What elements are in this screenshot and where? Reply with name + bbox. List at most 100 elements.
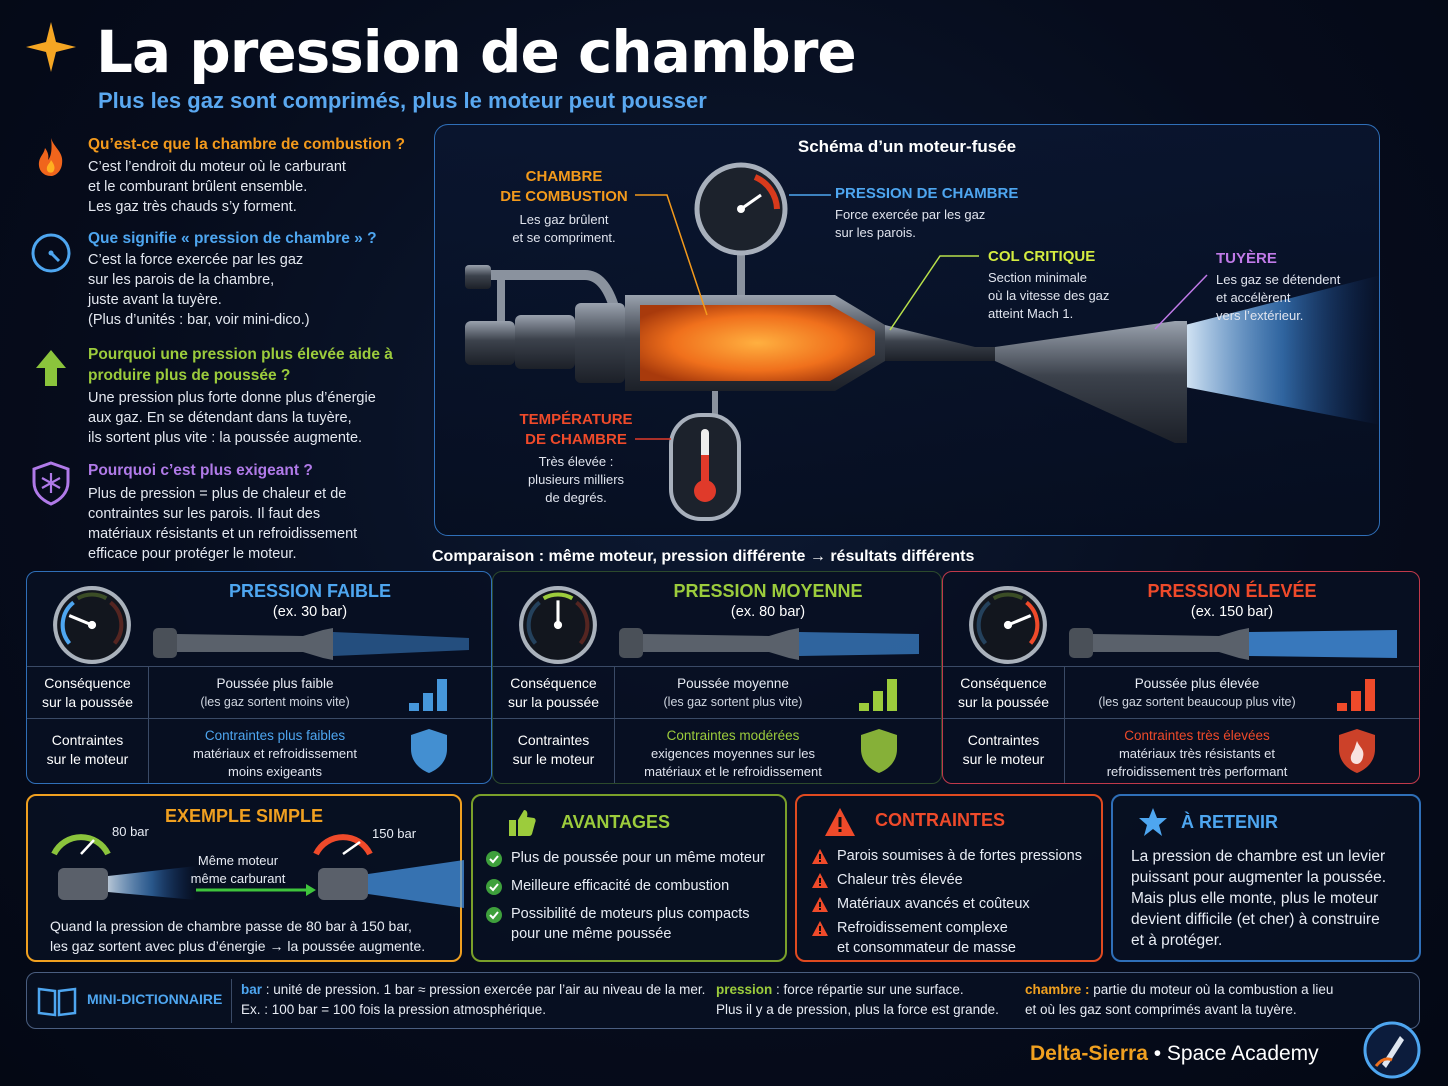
footer-brand: Delta-Sierra • Space Academy xyxy=(1030,1042,1319,1066)
chamber-label: CHAMBRE DE COMBUSTION xyxy=(500,168,628,205)
page-subtitle: Plus les gaz sont comprimés, plus le mot… xyxy=(98,88,707,113)
qa-more-demanding: Pourquoi c’est plus exigeant ? Plus de p… xyxy=(28,460,418,564)
qa-question: Pourquoi c’est plus exigeant ? xyxy=(88,462,313,479)
list-item: Meilleure efficacité de combustion xyxy=(511,878,730,894)
retain-box: À RETENIR La pression de chambre est un … xyxy=(1111,794,1421,962)
dictionary-title: MINI-DICTIONNAIRE xyxy=(87,991,223,1007)
thrust-value: Poussée plus faible(les gaz sortent moin… xyxy=(200,676,350,709)
flame-icon xyxy=(38,138,63,176)
list-item: Refroidissement complexe et consommateur… xyxy=(837,920,1016,956)
signal-bar xyxy=(887,679,897,711)
example-low-value: 80 bar xyxy=(112,824,149,839)
chamber-text: Les gaz brûlent et se compriment. xyxy=(512,212,616,245)
constraint-head: Contraintes modérées xyxy=(666,728,800,743)
constraint-note: matériaux très résistants et refroidisse… xyxy=(1106,746,1288,779)
constraints-title: CONTRAINTES xyxy=(875,810,1005,830)
warning-icon xyxy=(812,873,828,888)
thrust-row: Conséquence sur la poussée Poussée plus … xyxy=(943,666,1419,719)
star-icon xyxy=(1139,808,1167,836)
temperature-text: Très élevée : plusieurs milliers de degr… xyxy=(527,454,625,505)
warning-icon xyxy=(812,921,828,936)
nozzle-text: Les gaz se détendent et accélèrent vers … xyxy=(1216,272,1341,323)
list-item: Plus de poussée pour un même moteur xyxy=(511,850,765,866)
warning-icon xyxy=(812,849,828,864)
gauge-icon xyxy=(31,233,71,273)
page-title: La pression de chambre xyxy=(96,18,857,86)
book-icon xyxy=(37,987,77,1017)
row-label: Conséquence sur la poussée xyxy=(943,667,1065,719)
card-subtitle: (ex. 150 bar) xyxy=(1190,604,1274,620)
retain-title: À RETENIR xyxy=(1181,812,1279,832)
advantages-box: AVANTAGES Plus de poussée pour un même m… xyxy=(471,794,787,962)
signal-bars-icon xyxy=(1337,679,1375,711)
card-subtitle: (ex. 80 bar) xyxy=(730,604,806,620)
thrust-row: Conséquence sur la poussée Poussée plus … xyxy=(27,666,491,719)
dictionary-bar: bar : unité de pression. 1 bar ≈ pressio… xyxy=(241,980,705,1020)
warning-icon xyxy=(812,897,828,912)
row-label: Conséquence sur la poussée xyxy=(27,667,149,719)
pressure-gauge-icon xyxy=(519,586,597,664)
qa-answer: C’est l’endroit du moteur où le carburan… xyxy=(88,159,346,215)
list-item: Possibilité de moteurs plus compacts pou… xyxy=(511,906,750,942)
qa-question: Que signifie « pression de chambre » ? xyxy=(88,230,377,247)
row-label: Contraintes sur le moteur xyxy=(493,719,615,783)
thrust-value: Poussée moyenne(les gaz sortent plus vit… xyxy=(663,676,803,709)
list-item: Parois soumises à de fortes pressions xyxy=(837,848,1082,864)
card-medium-pressure: PRESSION MOYENNE (ex. 80 bar) Conséquenc… xyxy=(492,571,942,784)
shield-snowflake-icon xyxy=(32,461,70,506)
dictionary-chambre: chambre : partie du moteur où la combust… xyxy=(1025,980,1333,1020)
list-item: Chaleur très élevée xyxy=(837,872,963,888)
pressure-gauge-icon xyxy=(53,586,131,664)
definition: : unité de pression. 1 bar ≈ pression ex… xyxy=(262,982,706,997)
constraints-row: Contraintes sur le moteur Contraintes tr… xyxy=(943,718,1419,783)
card-title: PRESSION MOYENNE xyxy=(673,581,863,601)
list-item: Matériaux avancés et coûteux xyxy=(837,896,1030,912)
mini-dictionary: MINI-DICTIONNAIRE bar : unité de pressio… xyxy=(26,972,1420,1029)
shield-icon xyxy=(1339,729,1375,773)
thrust-row: Conséquence sur la poussée Poussée moyen… xyxy=(493,666,941,719)
example-text: Quand la pression de chambre passe de 80… xyxy=(50,918,426,954)
warning-icon xyxy=(825,808,855,836)
qa-question: Pourquoi une pression plus élevée aide à… xyxy=(88,346,393,384)
divider xyxy=(231,979,232,1023)
signal-bar xyxy=(1365,679,1375,711)
qa-answer: Plus de pression = plus de chaleur et de… xyxy=(88,486,358,562)
engine-diagram-panel: Schéma d’un moteur-fusée xyxy=(434,124,1381,536)
nozzle-label: TUYÈRE xyxy=(1216,250,1277,267)
signal-bar xyxy=(437,679,447,711)
pressure-gauge-icon xyxy=(969,586,1047,664)
advantages-title: AVANTAGES xyxy=(561,812,671,832)
signal-bars-icon xyxy=(859,679,897,711)
rocket-engine-illustration xyxy=(465,162,1381,521)
thrust-value: Poussée plus élevée(les gaz sortent beau… xyxy=(1098,676,1296,709)
term: pression xyxy=(716,982,773,997)
qa-answer: Une pression plus forte donne plus d’éne… xyxy=(88,390,376,446)
constraint-note: exigences moyennes sur les matériaux et … xyxy=(644,746,822,779)
qa-combustion-chamber: Qu’est-ce que la chambre de combustion ?… xyxy=(28,134,418,224)
example-title: EXEMPLE SIMPLE xyxy=(164,806,324,826)
engine-thrust-icon xyxy=(1069,628,1397,660)
engine-thrust-icon xyxy=(153,628,469,660)
card-subtitle: (ex. 30 bar) xyxy=(272,604,348,620)
thrust-note: (les gaz sortent beaucoup plus vite) xyxy=(1098,695,1296,709)
retain-text: La pression de chambre est un levier pui… xyxy=(1131,848,1387,949)
engine-thrust-icon xyxy=(619,628,919,660)
star-icon xyxy=(26,22,76,72)
signal-bar xyxy=(423,693,433,711)
card-title: PRESSION ÉLEVÉE xyxy=(1147,581,1317,601)
check-icon xyxy=(486,879,502,895)
card-high-pressure: PRESSION ÉLEVÉE (ex. 150 bar) Conséquenc… xyxy=(942,571,1420,784)
row-label: Contraintes sur le moteur xyxy=(943,719,1065,783)
definition-example: Ex. : 100 bar = 100 fois la pression atm… xyxy=(241,1002,547,1017)
signal-bar xyxy=(1351,691,1361,711)
term: bar xyxy=(241,982,263,997)
comparison-title: Comparaison : même moteur, pression diff… xyxy=(432,548,975,565)
signal-bar xyxy=(873,691,883,711)
constraints-box: CONTRAINTES Parois soumises à de fortes … xyxy=(795,794,1103,962)
thrust-note: (les gaz sortent plus vite) xyxy=(663,695,803,709)
dictionary-pression: pression : force répartie sur une surfac… xyxy=(716,980,999,1020)
constraints-row: Contraintes sur le moteur Contraintes pl… xyxy=(27,718,491,783)
separator: • xyxy=(1147,1042,1167,1065)
